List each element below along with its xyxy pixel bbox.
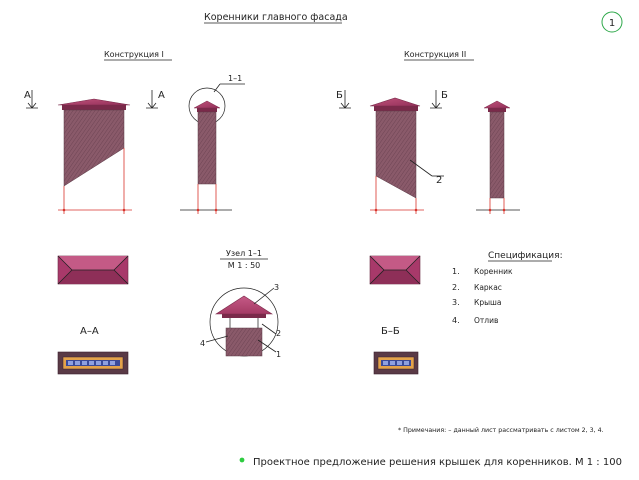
spec-name-2: Каркас [474, 283, 502, 292]
section-aa: А–А [57, 326, 129, 375]
node-roof [214, 295, 274, 315]
node-title: Узел 1–1 [226, 249, 262, 258]
chimney-body-1 [63, 109, 125, 187]
specification: Спецификация: 1. Коренник 2. Каркас 3. К… [452, 251, 563, 325]
roof-side-1 [193, 100, 221, 109]
node-scale: М 1 : 50 [228, 261, 261, 270]
section-arrow-b-right-icon [430, 90, 442, 109]
chimney-side-1 [197, 111, 217, 185]
section-mark-b-right: Б [441, 90, 448, 101]
construction-1: Конструкция I А А 1–1 [24, 50, 245, 214]
spec-name-4: Отлив [474, 316, 498, 325]
spec-name-3: Крыша [474, 298, 501, 307]
sheet-note: * Примечания: – данный лист рассматриват… [398, 426, 604, 434]
sheet-number: 1 [609, 18, 615, 29]
section-aa-label: А–А [80, 326, 99, 337]
construction-1-label: Конструкция I [104, 50, 164, 59]
section-bb: Б–Б [373, 326, 419, 375]
chimney-side-2 [489, 111, 505, 199]
specification-title: Спецификация: [488, 251, 563, 261]
node-callout-2: 2 [276, 329, 281, 338]
node-callout-3: 3 [274, 283, 279, 292]
section-mark-b-left: Б [336, 90, 343, 101]
section-arrow-right-icon [146, 90, 158, 109]
spec-num-3: 3. [452, 298, 460, 307]
node-detail: Узел 1–1 М 1 : 50 3 2 1 4 [200, 249, 281, 359]
roof-plan-2 [369, 255, 421, 285]
roof-elevation-2 [369, 97, 421, 107]
roof-plan-1 [57, 255, 129, 285]
roof-side-2 [483, 100, 511, 109]
node-callout-4: 4 [200, 339, 205, 348]
spec-name-1: Коренник [474, 267, 513, 276]
section-mark-a-left: А [24, 90, 31, 101]
sheet-title: Коренники главного фасада [204, 12, 348, 23]
detail-callout-1-1: 1–1 [228, 74, 242, 83]
footer-bullet-icon [239, 457, 245, 463]
chimney-body-2 [375, 110, 417, 199]
construction-2-label: Конструкция II [404, 50, 466, 59]
section-bb-label: Б–Б [381, 326, 400, 337]
section-arrow-b-left-icon [339, 90, 351, 109]
footer-caption: Проектное предложение решения крышек для… [253, 457, 622, 468]
section-arrow-left-icon [26, 90, 38, 109]
roof-eave-1 [62, 105, 126, 110]
roof-elevation-1 [57, 98, 131, 106]
node-chimney [225, 327, 263, 357]
spec-num-2: 2. [452, 283, 460, 292]
section-mark-a-right: А [158, 90, 165, 101]
spec-num-4: 4. [452, 316, 460, 325]
node-callout-1: 1 [276, 350, 281, 359]
callout-2: 2 [436, 175, 442, 186]
spec-num-1: 1. [452, 267, 460, 276]
construction-2: Конструкция II Б Б 2 [336, 50, 520, 214]
sheet-number-circle [601, 11, 623, 33]
